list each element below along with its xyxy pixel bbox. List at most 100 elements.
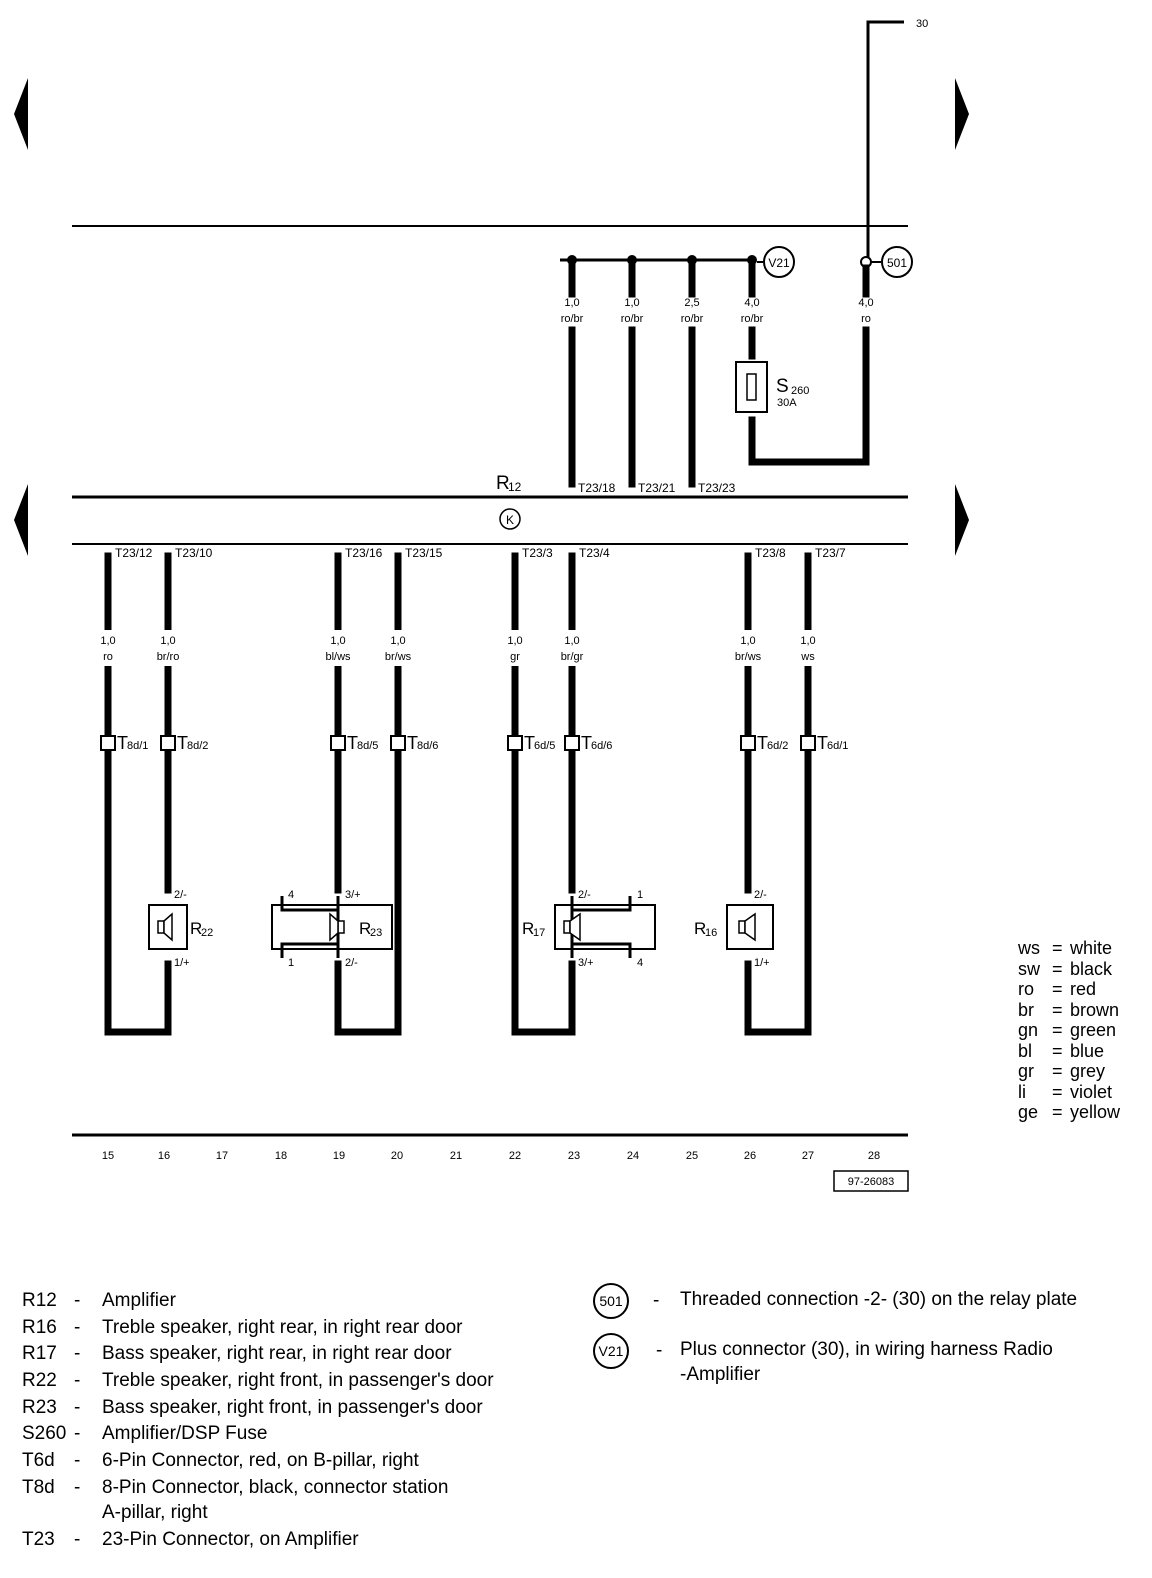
legend-dash: - [656, 1340, 663, 1361]
speaker-pin: 4 [637, 957, 643, 969]
grid-number: 15 [102, 1150, 114, 1162]
legend-code: R12 [22, 1290, 57, 1311]
color-name: yellow [1070, 1102, 1121, 1122]
grid-number: 19 [333, 1150, 345, 1162]
connector-label: T [817, 733, 828, 753]
wire-gauge: 2,5 [684, 297, 699, 309]
legend-dash: - [74, 1343, 81, 1364]
color-name: red [1070, 979, 1097, 999]
color-code: ro [1018, 979, 1035, 999]
connector-pin: 8d/2 [187, 740, 208, 752]
color-name: brown [1070, 999, 1120, 1020]
equals-sign: = [1052, 938, 1063, 958]
connector-label: T [524, 733, 535, 753]
equals-sign: = [1052, 958, 1063, 979]
fuse-return-wire [748, 326, 870, 466]
speaker-pin: 2/- [578, 889, 591, 901]
legend-code: R17 [22, 1343, 57, 1364]
legend-dash: - [74, 1423, 81, 1444]
equals-sign: = [1052, 1102, 1063, 1122]
label-gap [730, 630, 822, 666]
legend-desc: Amplifier/DSP Fuse [102, 1423, 268, 1444]
wiring-diagram: 30 V21 501 1,0 ro/br 1,0 ro/br 2,5 ro/br… [14, 18, 969, 1192]
prev-page-arrow-top[interactable] [14, 78, 28, 150]
label-gap [322, 630, 414, 666]
legend-desc: Bass speaker, right rear, in right rear … [102, 1343, 452, 1364]
speaker-pin: 2/- [754, 889, 767, 901]
legend-dash: - [653, 1290, 660, 1311]
fuse-name: S [776, 376, 789, 397]
wire-gauge: 1,0 [330, 635, 345, 647]
equals-sign: = [1052, 1020, 1063, 1040]
color-name: violet [1070, 1081, 1113, 1102]
connector-501-badge [881, 246, 913, 278]
label-gap [96, 630, 180, 666]
speaker-pin: 1 [288, 957, 294, 969]
legend-dash: - [74, 1397, 81, 1418]
legend-code: T6d [22, 1450, 55, 1471]
wire-color: ro/br [681, 313, 704, 325]
circuit-r23-wire [334, 552, 402, 1036]
color-code: li [1018, 1081, 1026, 1102]
connector-label: T [347, 733, 358, 753]
speaker-label: R [522, 919, 534, 938]
grid-number: 16 [158, 1150, 170, 1162]
pin-label: T23/12 [115, 546, 153, 560]
connector-pin: 8d/1 [127, 740, 148, 752]
speaker-label: R [359, 919, 371, 938]
speaker-icon [563, 912, 581, 942]
speaker-r22-box [148, 904, 188, 950]
speaker-pin: 2/- [345, 957, 358, 969]
pin-label: T23/21 [638, 481, 676, 495]
amplifier-label: R [496, 473, 510, 494]
legend-desc: Treble speaker, right rear, in right rea… [102, 1317, 463, 1338]
speaker-internal-line [572, 942, 632, 958]
connection-desc: Threaded connection -2- (30) on the rela… [680, 1289, 1078, 1310]
equals-sign: = [1052, 1061, 1063, 1081]
wire-gauge: 1,0 [624, 297, 639, 309]
next-page-arrow-top[interactable] [955, 78, 969, 150]
pin-label: T23/3 [522, 546, 553, 560]
connector-label: T [757, 733, 768, 753]
grid-number: 17 [216, 1150, 228, 1162]
grid-number: 28 [868, 1150, 880, 1162]
diagram-ref: 97-26083 [848, 1176, 895, 1188]
legend-desc: Treble speaker, right front, in passenge… [102, 1370, 494, 1391]
pin-label: T23/8 [755, 546, 786, 560]
speaker-pin: 1/+ [174, 957, 190, 969]
color-name: green [1070, 1020, 1117, 1040]
color-code: ge [1018, 1102, 1039, 1122]
grid-number: 27 [802, 1150, 814, 1162]
prev-page-arrow-middle[interactable] [14, 484, 28, 556]
amplifier-ground-symbol-icon [499, 508, 521, 530]
fuse-rating: 30A [777, 397, 797, 409]
color-name: blue [1070, 1040, 1105, 1061]
terminal-30-label: 30 [916, 18, 928, 30]
pin-label: T23/18 [578, 481, 616, 495]
speaker-icon [738, 912, 756, 942]
next-page-arrow-middle[interactable] [955, 484, 969, 556]
connection-badge: V21 [593, 1333, 629, 1369]
legend-desc: A-pillar, right [102, 1502, 208, 1523]
legend-code: R22 [22, 1370, 57, 1391]
wire-color: br/ws [385, 651, 412, 663]
grid-number: 21 [450, 1150, 462, 1162]
legend-dash: - [74, 1370, 81, 1391]
wire-gauge: 4,0 [744, 297, 759, 309]
legend-desc: Amplifier [102, 1290, 176, 1311]
speaker-pin: 1/+ [754, 957, 770, 969]
wire-gauge: 1,0 [564, 635, 579, 647]
color-code: ws [1018, 938, 1040, 958]
equals-sign: = [1052, 999, 1063, 1020]
speaker-internal-line [280, 896, 338, 912]
legend-code: T8d [22, 1477, 55, 1498]
speaker-number: 17 [533, 927, 545, 939]
connector-501-label: 501 [887, 256, 907, 270]
legend-dash: - [74, 1450, 81, 1471]
color-code: bl [1018, 1040, 1033, 1061]
wire-gauge: 1,0 [800, 635, 815, 647]
connector-v21-label: V21 [768, 256, 790, 270]
wire-color: ro [861, 313, 871, 325]
legend-code: S260 [22, 1423, 67, 1444]
color-name: white [1070, 938, 1113, 958]
